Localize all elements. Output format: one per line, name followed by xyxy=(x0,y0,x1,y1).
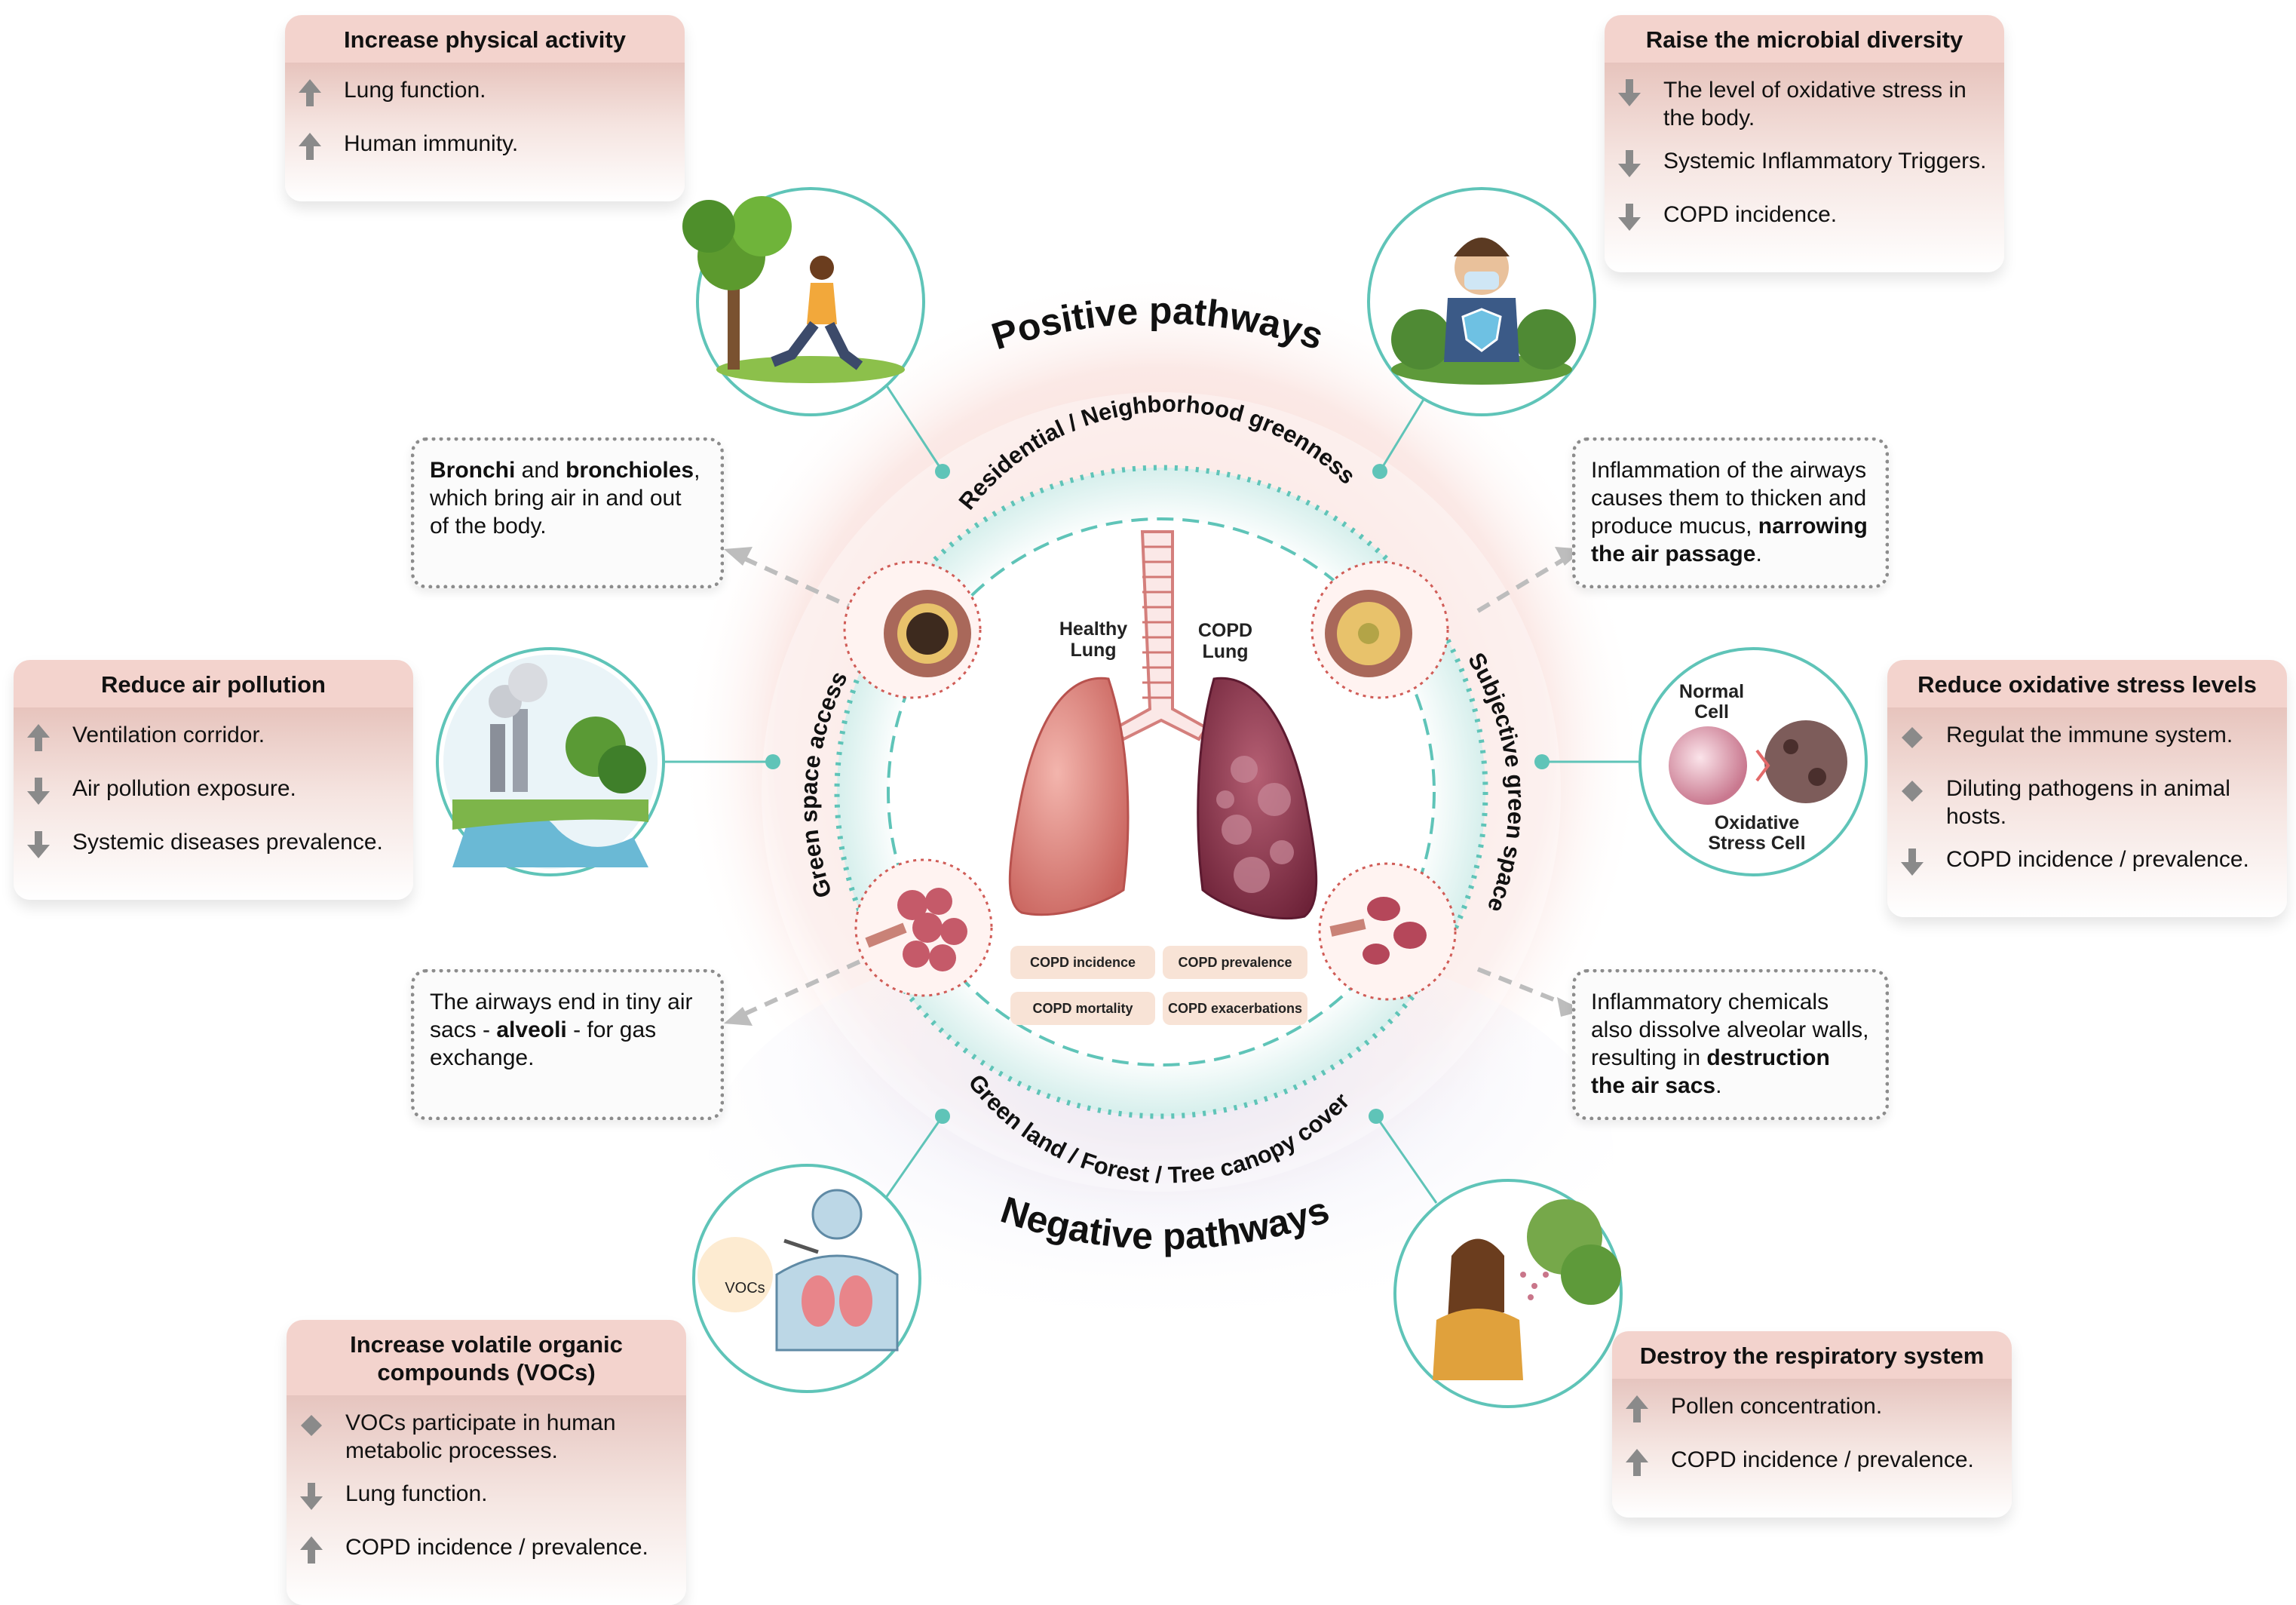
diamond-icon xyxy=(1899,723,1930,760)
card-item: Systemic Inflammatory Triggers. xyxy=(1617,147,1988,186)
card-body: Ventilation corridor. Air pollution expos… xyxy=(14,707,413,900)
down-arrow-icon xyxy=(1617,78,1647,115)
masked-person-illustration xyxy=(1367,187,1596,416)
card-item: COPD incidence / prevalence. xyxy=(299,1533,670,1572)
card-body: VOCs participate in human metabolic proc… xyxy=(287,1395,686,1605)
card-title: Reduce oxidative stress levels xyxy=(1887,660,2287,707)
card-item-text: Ventilation corridor. xyxy=(72,723,265,747)
down-arrow-icon xyxy=(1617,149,1647,186)
card-item: The level of oxidative stress in the bod… xyxy=(1617,76,1988,132)
healthy-lung xyxy=(1008,677,1130,916)
trachea-rings xyxy=(1142,545,1173,699)
card-title: Reduce air pollution xyxy=(14,660,413,707)
card-title: Increase physical activity xyxy=(285,15,685,63)
card-increase-vocs: Increase volatile organic compounds (VOC… xyxy=(287,1320,686,1605)
card-item: Pollen concentration. xyxy=(1624,1392,1995,1431)
card-item-text: VOCs participate in human metabolic proc… xyxy=(345,1410,616,1463)
card-item-text: The level of oxidative stress in the bod… xyxy=(1663,78,1966,130)
down-arrow-icon xyxy=(1899,847,1930,884)
card-item: Air pollution exposure. xyxy=(26,775,397,813)
down-arrow-icon xyxy=(1617,202,1647,239)
card-item: VOCs participate in human metabolic proc… xyxy=(299,1409,670,1465)
card-item-text: COPD incidence / prevalence. xyxy=(1946,847,2249,872)
copd-lung-label: COPD Lung xyxy=(1197,620,1253,662)
card-item-text: Lung function. xyxy=(345,1481,488,1506)
up-arrow-icon xyxy=(297,78,327,115)
card-item: Lung function. xyxy=(299,1480,670,1518)
note-inflammation: Inflammation of the airways causes them … xyxy=(1572,437,1889,588)
card-item-text: Human immunity. xyxy=(344,131,519,156)
card-body: Lung function. Human immunity. xyxy=(285,63,685,201)
card-body: Pollen concentration. COPD incidence / pr… xyxy=(1612,1379,2012,1518)
card-item-text: Regulat the immune system. xyxy=(1946,723,2233,747)
card-item-text: Pollen concentration. xyxy=(1671,1394,1883,1419)
card-item-text: COPD incidence / prevalence. xyxy=(345,1535,648,1560)
up-arrow-icon xyxy=(1624,1394,1654,1431)
note-chemicals: Inflammatory chemicals also dissolve alv… xyxy=(1572,969,1889,1120)
voc-label: VOCs xyxy=(725,1280,765,1297)
card-body: Regulat the immune system. Diluting patho… xyxy=(1887,707,2287,917)
connector-lines xyxy=(664,384,1640,1204)
card-title: Destroy the respiratory system xyxy=(1612,1331,2012,1379)
down-arrow-icon xyxy=(26,776,56,813)
card-item: COPD incidence / prevalence. xyxy=(1899,845,2270,884)
card-item-text: COPD incidence. xyxy=(1663,202,1838,227)
diagram-canvas: Residential / Neighborhood greenness Sub… xyxy=(436,187,1868,1408)
card-item: Lung function. xyxy=(297,76,668,115)
copd-lesions xyxy=(1216,756,1294,893)
outcome-pill-mortality: COPD mortality xyxy=(1010,992,1155,1025)
trachea xyxy=(1114,530,1209,741)
oxidative-cell-illustration xyxy=(1638,647,1868,876)
bronchus-healthy-section xyxy=(843,560,982,699)
card-item: COPD incidence / prevalence. xyxy=(1624,1446,1995,1484)
card-item-text: Systemic diseases prevalence. xyxy=(72,830,383,855)
card-item: Diluting pathogens in animal hosts. xyxy=(1899,775,2270,830)
card-item-text: COPD incidence / prevalence. xyxy=(1671,1447,1974,1472)
diamond-icon xyxy=(299,1410,329,1447)
up-arrow-icon xyxy=(26,723,56,760)
card-item: Regulat the immune system. xyxy=(1899,721,2270,760)
card-item-text: Systemic Inflammatory Triggers. xyxy=(1663,149,1987,173)
allergy-person-illustration xyxy=(1393,1179,1623,1408)
voc-person-illustration xyxy=(692,1164,921,1393)
alveoli-healthy-section xyxy=(854,858,993,997)
note-alveoli: The airways end in tiny air sacs - alveo… xyxy=(411,969,724,1120)
card-title: Increase volatile organic compounds (VOC… xyxy=(287,1320,686,1395)
alveoli-copd-section xyxy=(1318,862,1457,1001)
bronchus-copd-section xyxy=(1310,560,1449,699)
card-title: Raise the microbial diversity xyxy=(1605,15,2004,63)
card-item: Systemic diseases prevalence. xyxy=(26,828,397,867)
outcome-pill-exacerbations: COPD exacerbations xyxy=(1163,992,1307,1025)
note-bronchi: Bronchi and bronchioles, which bring air… xyxy=(411,437,724,588)
note-arrows xyxy=(734,552,1574,1020)
card-item-text: Lung function. xyxy=(344,78,486,103)
up-arrow-icon xyxy=(297,131,327,168)
card-item: COPD incidence. xyxy=(1617,201,1988,239)
card-body: The level of oxidative stress in the bod… xyxy=(1605,63,2004,272)
diamond-icon xyxy=(1899,776,1930,813)
up-arrow-icon xyxy=(1624,1447,1654,1484)
down-arrow-icon xyxy=(26,830,56,867)
card-item-text: Diluting pathogens in animal hosts. xyxy=(1946,776,2230,829)
card-item: Human immunity. xyxy=(297,130,668,168)
outcome-pill-prevalence: COPD prevalence xyxy=(1163,946,1307,979)
running-person-illustration xyxy=(682,187,925,416)
down-arrow-icon xyxy=(299,1481,329,1518)
negative-glow xyxy=(709,928,1614,1380)
card-item: Ventilation corridor. xyxy=(26,721,397,760)
outcome-pill-incidence: COPD incidence xyxy=(1010,946,1155,979)
normal-cell-label: Normal Cell xyxy=(1678,681,1745,723)
oxidative-cell-label: Oxidative Stress Cell xyxy=(1708,812,1806,854)
inner-dashed-ring xyxy=(887,517,1436,1066)
up-arrow-icon xyxy=(299,1535,329,1572)
connector-dots xyxy=(765,464,1550,1124)
factory-landscape-illustration xyxy=(436,647,665,876)
healthy-lung-label: Healthy Lung xyxy=(1059,618,1128,661)
card-item-text: Air pollution exposure. xyxy=(72,776,296,801)
